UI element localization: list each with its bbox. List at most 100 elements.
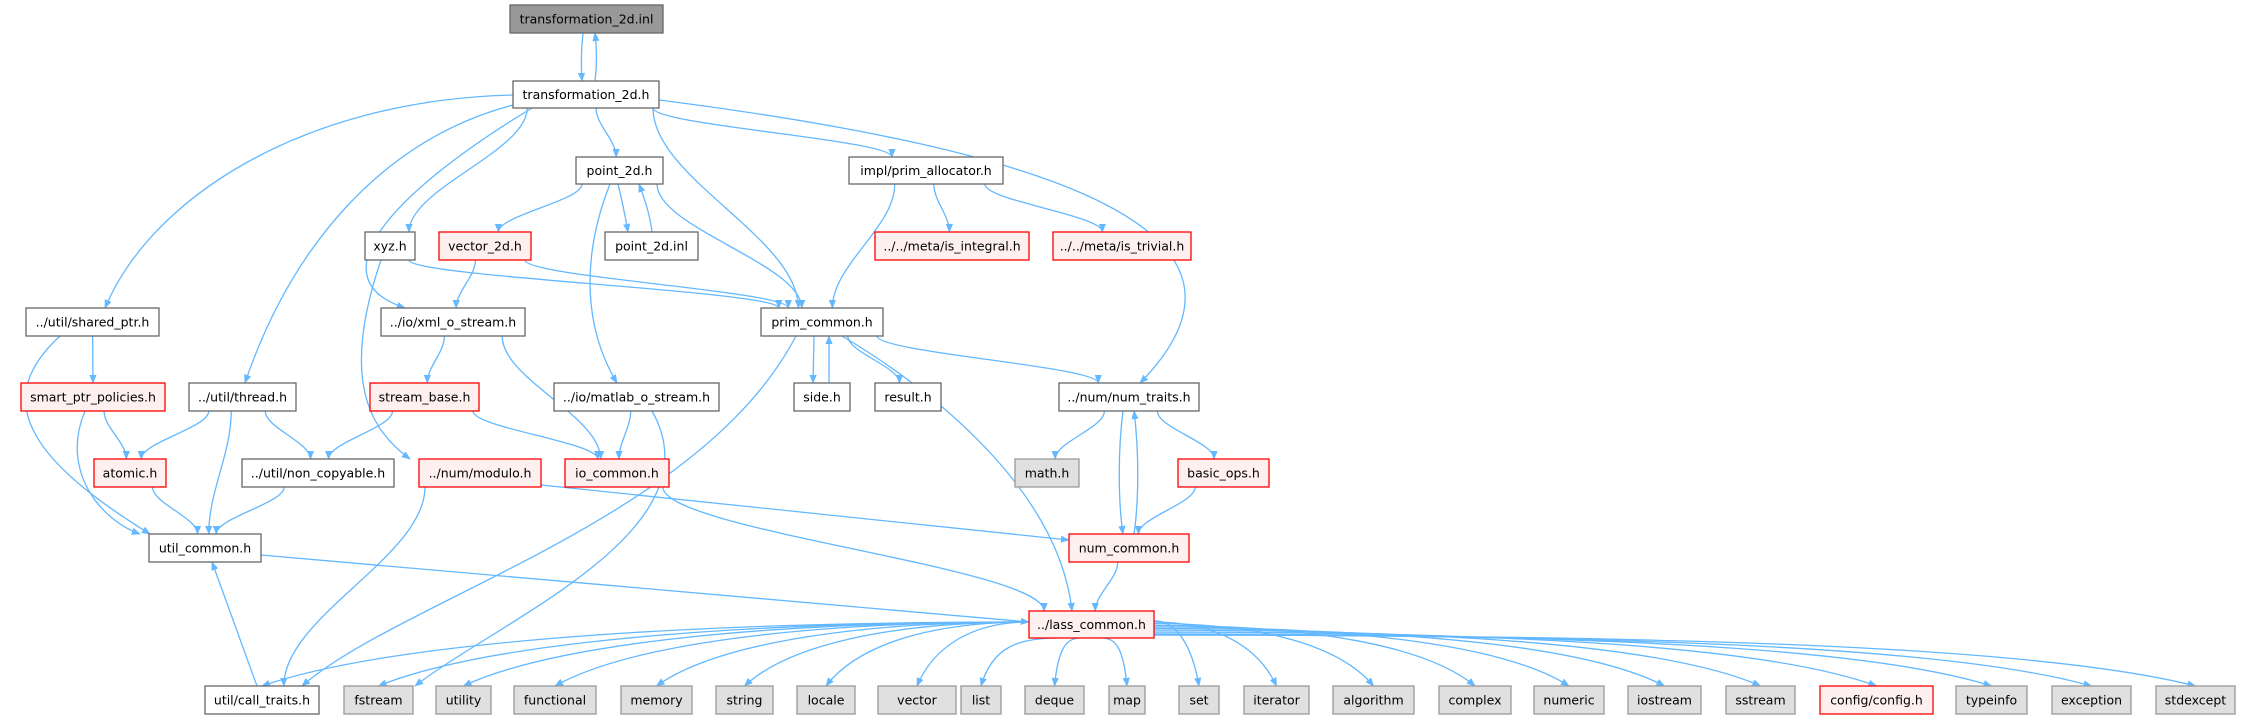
node-box [1243,685,1310,715]
edge-primc-to-numtraits [876,335,1102,384]
edge-lassc-to-string [743,621,1030,687]
edge-point2d-to-matlab [589,183,618,384]
node-sbase: stream_base.h [369,382,480,412]
edge-numtraits-to-basicops [1156,410,1218,460]
edge-matlab-to-iocommon [615,410,632,460]
edge-lassc-to-iterator [1153,621,1278,687]
node-utilc[interactable]: util_common.h [148,533,262,563]
node-primc[interactable]: prim_common.h [760,307,884,337]
node-box [1014,458,1080,488]
node-box [513,685,597,715]
node-result[interactable]: result.h [874,382,942,412]
node-box [553,382,720,412]
node-label: ../io/matlab_o_stream.h [563,390,710,405]
edge-point2d-to-vec2d [494,183,583,233]
node-label: transformation_2d.inl [520,12,654,27]
edge-t2d-to-xyz [405,107,528,233]
node-box [604,231,699,261]
edge-xyz-to-primc [408,259,783,309]
node-label: vector_2d.h [448,239,522,254]
node-label: math.h [1025,466,1070,481]
edge-numc-to-numtraits [1131,410,1139,535]
node-label: io_common.h [575,466,659,481]
node-box [793,382,851,412]
node-matlab[interactable]: ../io/matlab_o_stream.h [553,382,720,412]
node-atomic: atomic.h [93,458,167,488]
edge-t2d-to-thread [244,104,514,384]
node-thread[interactable]: ../util/thread.h [188,382,297,412]
edge-t2d-to-sharedptr [104,94,514,309]
node-sharedptr[interactable]: ../util/shared_ptr.h [25,307,160,337]
node-label: stdexcept [2165,693,2226,708]
edge-point2d-to-primc [656,183,806,309]
node-map: map [1108,685,1146,715]
node-box [848,156,1004,185]
node-algorithm: algorithm [1332,685,1415,715]
node-box [1052,231,1192,261]
node-label: ../lass_common.h [1037,617,1146,632]
node-box [1108,685,1146,715]
node-label: ../util/thread.h [198,390,287,405]
node-box [204,685,320,715]
node-label: iostream [1637,693,1692,708]
edge-primc-to-lassc [841,335,1075,612]
node-t2d[interactable]: transformation_2d.h [512,80,660,109]
node-box [1438,685,1512,715]
edge-xyz-to-modulo [360,259,411,460]
node-point2dinl[interactable]: point_2d.inl [604,231,699,261]
node-alloc[interactable]: impl/prim_allocator.h [848,156,1004,185]
edge-lassc-to-algorithm [1153,623,1375,687]
node-box [1725,685,1796,715]
node-point2d[interactable]: point_2d.h [575,156,664,185]
node-box [418,458,542,488]
node-label: map [1113,693,1141,708]
node-memory: memory [620,685,693,715]
node-box [1178,685,1220,715]
node-label: sstream [1735,693,1785,708]
edge-noncopy-to-utilc [212,486,285,535]
node-xml[interactable]: ../io/xml_o_stream.h [380,307,526,337]
edge-lassc-to-functional [554,621,1030,687]
node-label: exception [2061,693,2122,708]
nodes-layer: transformation_2d.inl transformation_2d.h… [20,4,2236,715]
edge-lassc-to-utility [462,621,1030,687]
node-side[interactable]: side.h [793,382,851,412]
node-numtraits[interactable]: ../num/num_traits.h [1058,382,1200,412]
edge-lassc-to-locale [825,621,1030,687]
node-box [241,458,395,488]
edge-modulo-to-calltraits [280,486,426,687]
node-box [564,458,670,488]
edge-xml-to-sbase [423,335,446,384]
node-label: result.h [884,390,931,405]
edge-vec2d-to-xml [452,259,477,309]
node-typeinfo: typeinfo [1955,685,2028,715]
edge-point2d-to-point2dinl [617,183,631,233]
node-box [620,685,693,715]
edges-layer [24,32,2197,688]
node-box [1068,533,1190,563]
node-noncopy[interactable]: ../util/non_copyable.h [241,458,395,488]
edge-xml-to-iocommon [501,335,605,460]
node-box [2155,685,2236,715]
node-label: algorithm [1343,693,1403,708]
node-locale: locale [796,685,856,715]
node-inl[interactable]: transformation_2d.inl [509,4,664,34]
node-box [1627,685,1702,715]
node-label: point_2d.inl [615,239,688,254]
node-modulo: ../num/modulo.h [418,458,542,488]
node-iterator: iterator [1243,685,1310,715]
node-box [1332,685,1415,715]
edge-lassc-to-stdexcept [1153,634,2197,688]
node-label: num_common.h [1079,541,1180,556]
node-label: ../num/num_traits.h [1067,390,1190,405]
node-label: xyz.h [373,239,406,254]
edge-point2dinl-to-point2d [638,183,653,233]
node-xyz[interactable]: xyz.h [364,231,416,261]
edge-lassc-to-config [1153,631,1878,687]
node-calltraits[interactable]: util/call_traits.h [204,685,320,715]
node-numc: num_common.h [1068,533,1190,563]
node-label: ../util/shared_ptr.h [36,315,150,330]
edge-lassc-to-list [979,637,1059,687]
node-label: vector [897,693,938,708]
